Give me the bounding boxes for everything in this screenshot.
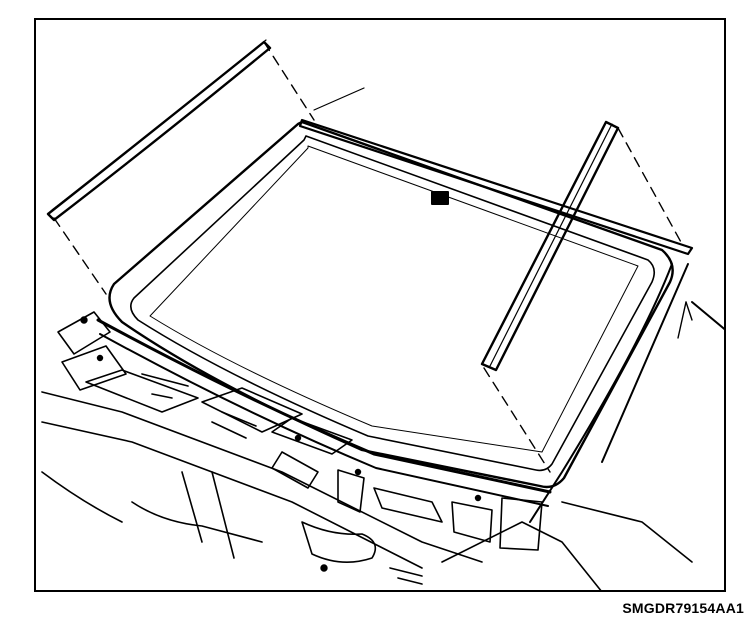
cowl-moulding xyxy=(96,318,552,494)
left-side-moulding-edge xyxy=(51,39,267,211)
a-pillar-right xyxy=(529,263,724,523)
right-side-moulding-edge xyxy=(489,123,613,367)
left-side-moulding xyxy=(46,40,272,222)
clips-and-fasteners xyxy=(80,316,482,572)
top-reveal-moulding xyxy=(298,118,694,256)
windshield-inner-edge xyxy=(130,135,656,472)
windshield-glass xyxy=(108,120,674,489)
cowl-moulding-lower xyxy=(99,333,549,507)
windshield-frit-line xyxy=(149,145,639,453)
illustration-frame xyxy=(34,18,726,592)
right-side-moulding xyxy=(480,120,620,372)
cowl-structure xyxy=(41,311,693,590)
pillar-arrow-head xyxy=(685,301,693,321)
pillar-arrow xyxy=(677,301,687,339)
mirror-mount-icon xyxy=(431,191,449,205)
figure-code: SMGDR79154AA1 xyxy=(622,600,744,616)
alignment-lines xyxy=(53,41,683,473)
windshield-moulding-diagram xyxy=(41,39,724,590)
leader-line xyxy=(313,87,365,111)
